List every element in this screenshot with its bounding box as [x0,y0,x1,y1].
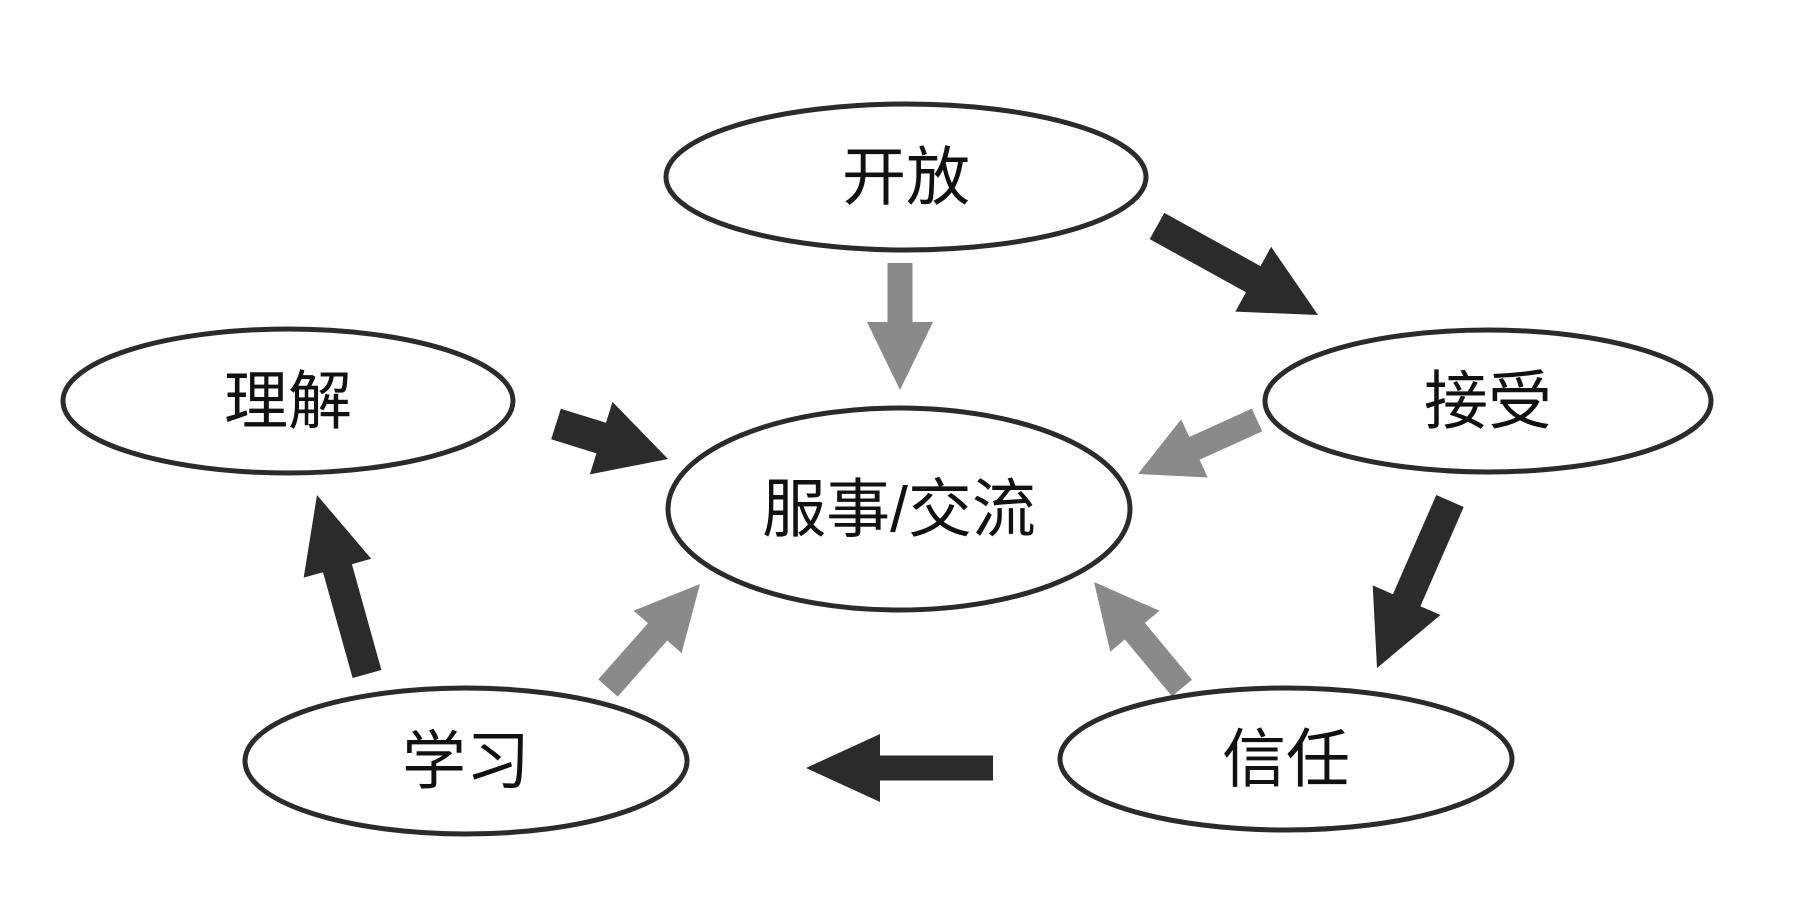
node-serve-ellipse [665,405,1133,613]
node-learn-label: 学习 [402,725,530,797]
arrow-understand-to-serve [551,401,668,475]
node-learn: 学习 [242,685,690,837]
node-learn-ellipse [242,685,690,837]
node-open-ellipse [663,101,1149,253]
node-trust: 信任 [1057,685,1515,833]
node-understand-ellipse [60,326,516,476]
arrow-learn-to-serve [598,584,700,697]
arrow-trust-to-serve [1094,582,1192,697]
node-accept: 接受 [1262,327,1714,475]
node-serve: 服事/交流 [665,405,1133,613]
node-accept-ellipse [1262,327,1714,475]
arrow-learn-to-understand [303,495,382,678]
arrow-accept-to-trust [1372,495,1464,668]
node-open-label: 开放 [842,141,970,213]
node-open: 开放 [663,101,1149,253]
arrow-accept-to-serve [1138,408,1263,478]
node-trust-ellipse [1057,685,1515,833]
node-understand-label: 理解 [224,365,352,437]
arrow-open-to-accept [1149,212,1318,315]
arrow-open-to-serve [867,263,933,390]
node-serve-label: 服事/交流 [762,473,1036,545]
arrow-trust-to-learn [806,734,993,802]
node-trust-label: 信任 [1222,723,1350,795]
node-understand: 理解 [60,326,516,476]
node-accept-label: 接受 [1424,365,1552,437]
